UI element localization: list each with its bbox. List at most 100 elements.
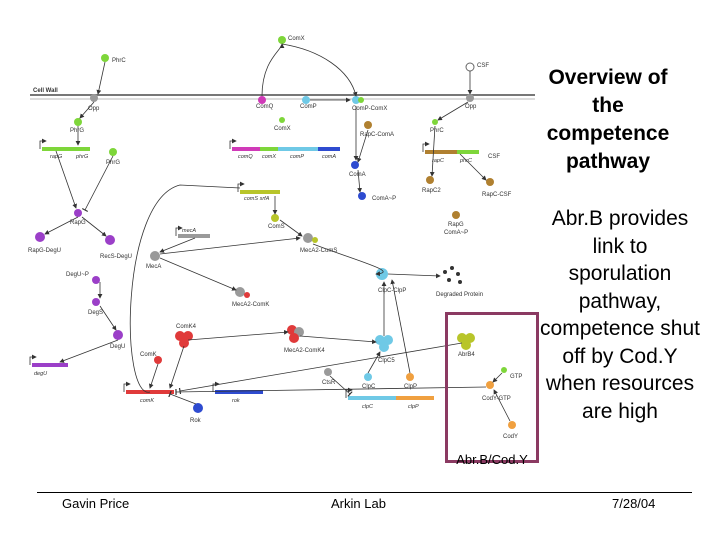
mecadegu-node [105,235,115,245]
slide-title: Overview of the competence pathway [546,66,670,173]
coma-p-node [358,192,366,200]
cell-wall-label: Cell Wall [33,88,58,94]
rapc-coma-label: RapC-ComA [360,132,394,138]
degu-gene [32,363,68,367]
rapc2-node [426,176,434,184]
comp-node [302,96,310,104]
cody-gtp-node [486,381,494,389]
degu-p-node [92,276,100,284]
footer-date: 7/28/04 [612,496,656,511]
clpc-clpp-node [376,268,388,280]
degu-label: DegU [110,344,125,350]
interaction-edges [44,43,511,422]
comk4-label: ComK4 [176,324,197,330]
comq-node [258,96,266,104]
rapg-degu-node [35,232,45,242]
comq-gene [232,147,260,151]
clpc-node [364,373,372,381]
abrb4-label: AbrB4 [458,352,475,358]
clpc5-node [375,335,393,352]
footer-divider [37,492,692,493]
clpc-gene [348,396,396,400]
cody-node [508,421,516,429]
gtp-node [501,367,507,373]
csf-label: CSF [488,154,500,160]
degu-node [113,330,123,340]
clpp-gene-label: clpP [408,404,419,410]
meca-node [150,251,160,261]
comx-top-label: ComX [288,36,305,42]
rapg-degu-label: RapG-DegU [28,248,61,254]
gtp-label: GTP [510,374,522,380]
comx-mid-label: ComX [274,126,291,132]
meca-gene [178,234,210,238]
opp-right-node [466,94,474,102]
coma-p2-label: ComA~P [444,230,468,236]
meca2-comk-node-2 [244,292,250,298]
rapc-coma-node [364,121,372,129]
phrc-gene [457,150,479,154]
comk4-node [175,331,193,348]
coma-node [351,161,359,169]
comk-label: ComK [140,352,157,358]
footer-lab: Arkin Lab [331,496,386,511]
raps3-label: RapG [448,222,464,228]
rapg-gene-label: rapG [50,154,63,160]
meca2-coms-label: MecA2-ComS [300,248,337,254]
rapc-gene-label: rapC [432,158,444,164]
comssrfa-gene-label: comS srfA [244,196,270,202]
comx-mid-node [279,117,285,123]
degraded-protein-node [443,266,462,284]
meca2-coms-node [303,233,313,243]
comq-label: ComQ [256,104,274,110]
comp-comx-node [352,96,360,104]
phrg-lower-node [109,148,117,156]
ctsr-node [324,368,332,376]
comssrfa-gene [240,190,280,194]
coms-label: ComS [268,224,285,230]
phrc-top-label: PhrC [112,58,126,64]
comx-top-node [278,36,286,44]
opp-left-label: Opp [88,106,100,112]
comp-gene [278,147,318,151]
phrc-mid-node [432,119,438,125]
meca2-comk-node [235,287,245,297]
clpc-clpp-label: ClpC-ClpP [378,288,406,294]
opp-left-node [90,94,98,102]
meca-label: MecA [146,264,161,270]
phrc-gene-label: phrC [459,158,472,164]
rapg-label: RapG [70,220,86,226]
clpp-label: ClpP [404,384,417,390]
cody-label: CodY [503,434,518,440]
ctsr-label: CtsR [322,380,336,386]
rapg-node [74,209,82,217]
phrg-gene-label: phrG [75,154,89,160]
cody-gtp-label: CodY-GTP [482,396,511,402]
coma-label: ComA [349,172,366,178]
rapc-csf-label: RapC-CSF [482,192,512,198]
rapc2-label: RapC2 [422,188,441,194]
comp-comx-node-2 [358,97,364,103]
coma-p-label: ComA~P [372,196,396,202]
degs-label: DegS [88,310,103,316]
phrc-mid-label: PhrC [430,128,444,134]
phrg-lower-label: PhrG [106,160,120,166]
comk-node [154,356,162,364]
meca2-comk4-node [287,325,304,343]
comx-gene-label: comX [262,154,276,160]
abrb-cody-highlight-box [445,312,539,463]
coma-gene-label: comA [322,154,336,160]
comk-gene-label: comK [140,398,154,404]
degradation-label: Degraded Protein [436,292,483,298]
meca-gene-label: mecA [182,228,196,234]
coma-gene [318,147,340,151]
comq-gene-label: comQ [238,154,253,160]
promoter-arrows [29,138,430,398]
clpc5-label: ClpC5 [378,358,395,364]
abrb4-node [457,333,475,350]
phrg-label: PhrG [70,128,84,134]
rok-gene [215,390,263,394]
clpc-label: ClpC [362,384,376,390]
mecadegu-label: RecS-DegU [100,254,132,260]
rok-node [193,403,203,413]
